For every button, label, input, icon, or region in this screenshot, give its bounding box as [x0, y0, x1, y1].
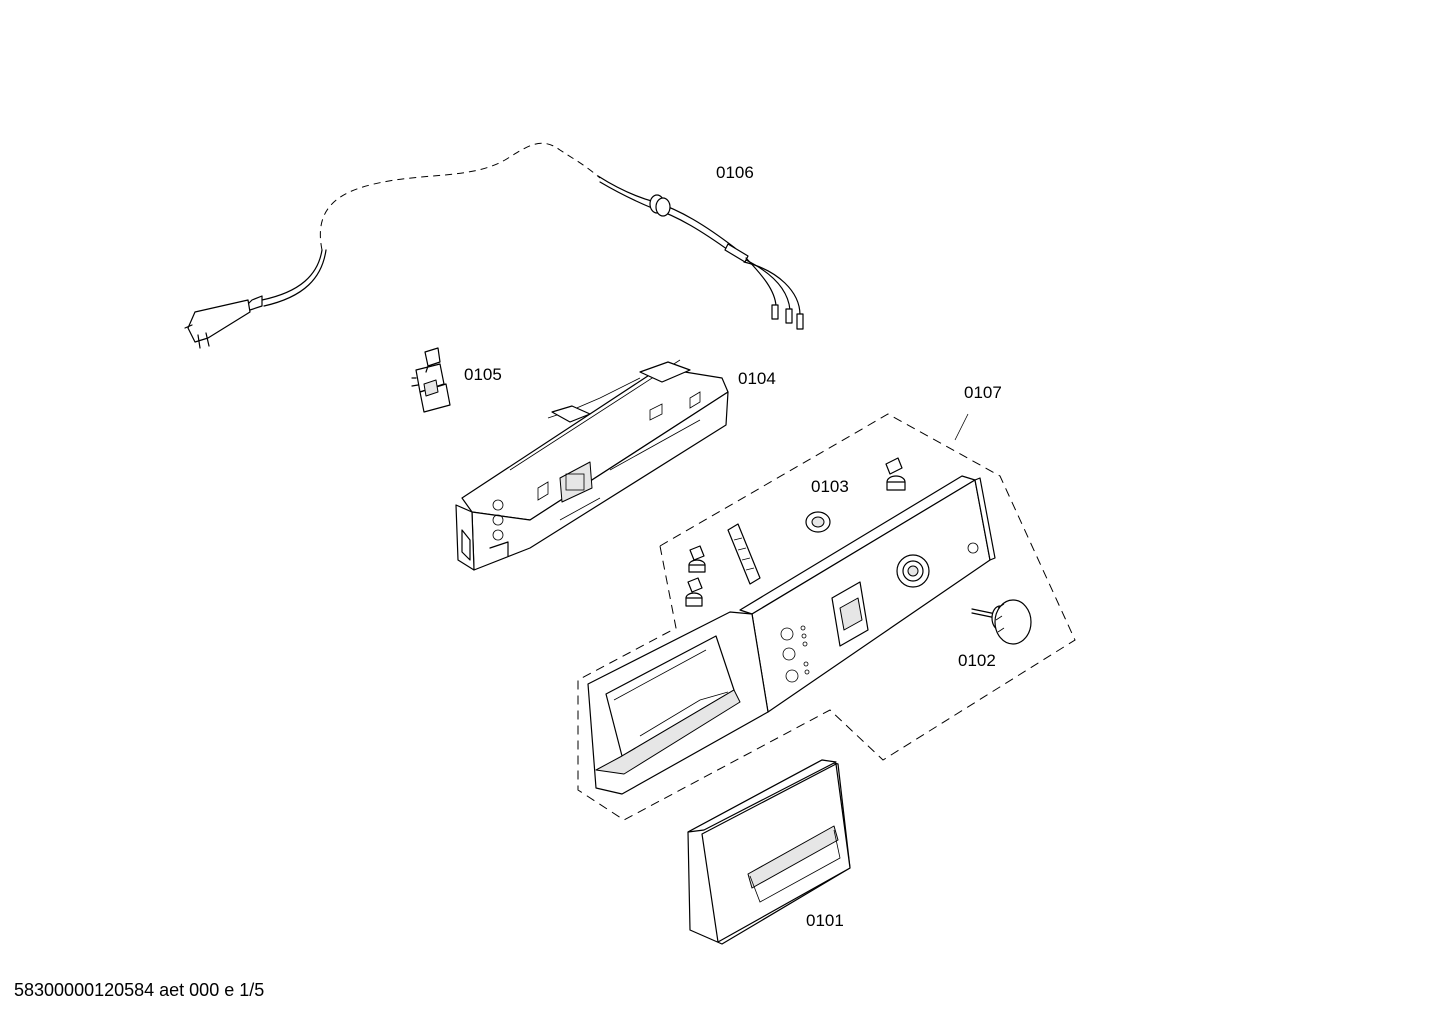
control-panel-fascia — [587, 475, 996, 795]
part-label-0104: 0104 — [738, 369, 776, 388]
part-label-0102: 0102 — [958, 651, 996, 670]
document-code: 58300000120584 aet 000 e 1/5 — [14, 980, 265, 1000]
part-label-0103: 0103 — [811, 477, 849, 496]
part-label-0101: 0101 — [806, 911, 844, 930]
control-panel-assembly: 0107 0103 — [577, 383, 1076, 821]
knob-seat-icon — [896, 554, 930, 588]
power-cord-part: 0106 — [184, 142, 804, 349]
part-label-0105: 0105 — [464, 365, 502, 384]
light-guide-part: 0103 — [805, 477, 849, 533]
electronic-module-part: 0104 — [455, 359, 776, 571]
program-knob-part: 0102 — [958, 599, 1032, 670]
plug-icon — [184, 295, 263, 349]
sensor-part: 0105 — [411, 347, 502, 413]
part-label-0106: 0106 — [716, 163, 754, 182]
grommet-icon — [649, 194, 671, 217]
light-guide-strip-icon — [727, 523, 761, 585]
drawer-handle-part: 0101 — [687, 759, 851, 945]
part-label-0107: 0107 — [964, 383, 1002, 402]
button-insert-icon — [685, 457, 906, 607]
